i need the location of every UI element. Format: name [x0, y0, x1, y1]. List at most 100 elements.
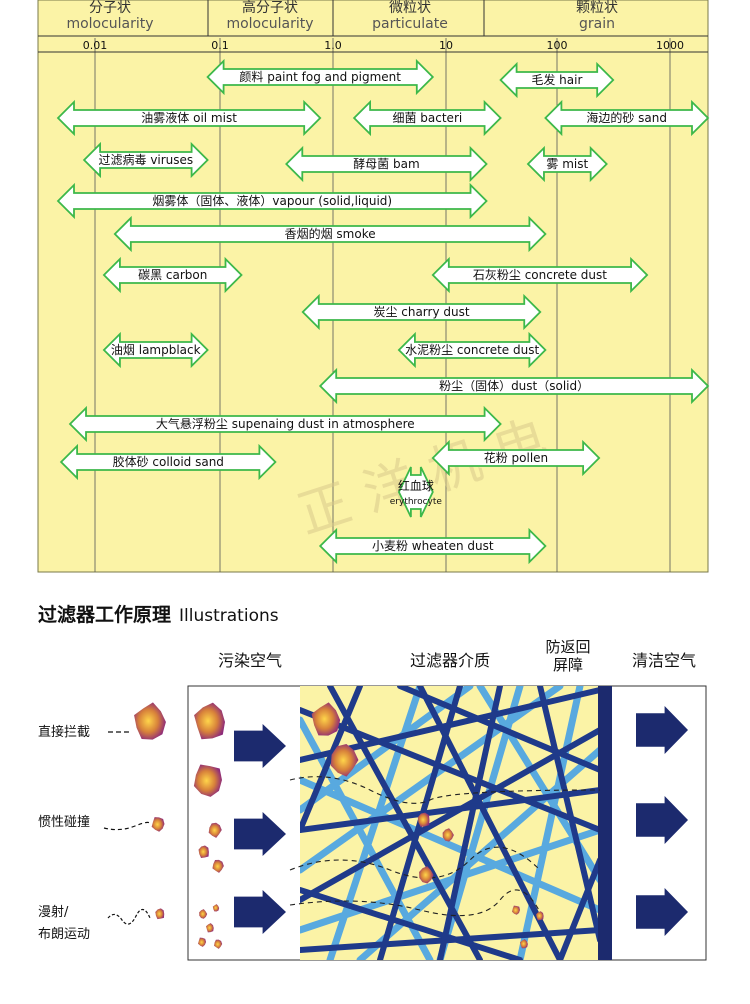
- fiber-dark: [300, 787, 598, 833]
- arrow-shape: [318, 527, 547, 565]
- contaminant-particle: [212, 904, 220, 912]
- arrow-label: 毛发 hair: [531, 72, 582, 87]
- mechanism-label: 漫射/布朗运动: [38, 904, 90, 942]
- section-title: 过滤器工作原理 Illustrations: [38, 600, 279, 627]
- contaminant-particle: [151, 817, 165, 832]
- arrow-label: 红血球: [398, 478, 434, 493]
- contaminant-particle: [155, 908, 165, 920]
- arrow-label: 炭尘 charry dust: [373, 305, 469, 319]
- path-dash: [103, 821, 151, 831]
- size-range-arrow: 酵母菌 bam: [285, 145, 488, 183]
- column-header-cn: 高分子状: [242, 0, 298, 16]
- arrow-shape: [301, 293, 542, 331]
- arrow-shape: [318, 367, 710, 405]
- arrow-label: 过滤病毒 viruses: [99, 152, 194, 167]
- contaminant-particle: [206, 923, 214, 933]
- size-range-arrow: 炭尘 charry dust: [301, 293, 542, 331]
- arrow-shape: [206, 58, 435, 96]
- fiber-dark: [327, 686, 483, 960]
- contaminant-particle: [214, 939, 223, 949]
- tick-label: 1.0: [324, 39, 342, 52]
- tick-label: 0.1: [211, 39, 229, 52]
- contaminant-particle: [208, 822, 222, 838]
- header-anti-return-barrier: 防返回屏障: [545, 638, 590, 674]
- contaminant-particle: [311, 702, 341, 736]
- arrow-label: 碳黑 carbon: [138, 268, 207, 282]
- size-range-arrow: 碳黑 carbon: [102, 256, 243, 294]
- arrow-label: 小麦粉 wheaten dust: [372, 539, 494, 553]
- arrow-shape: [499, 61, 615, 99]
- fiber-light: [300, 776, 598, 913]
- contaminant-particle: [419, 866, 434, 884]
- tick-label: 0.01: [83, 39, 108, 52]
- size-range-arrow: 烟雾体（固体、液体）vapour (solid,liquid): [56, 182, 488, 220]
- size-range-arrow: 过滤病毒 viruses: [82, 141, 209, 179]
- arrow-label: 水泥粉尘 concrete dust: [405, 343, 539, 357]
- arrow-label: 油雾液体 oil mist: [141, 110, 237, 125]
- size-range-arrow: 大气悬浮粉尘 supenaing dust in atmosphere: [68, 405, 502, 443]
- arrow-shape: [526, 145, 608, 183]
- arrow-shape: [431, 256, 649, 294]
- contaminant-particle: [194, 702, 226, 740]
- arrow-label: 大气悬浮粉尘 supenaing dust in atmosphere: [156, 416, 415, 431]
- airflow-arrow: [234, 890, 286, 934]
- arrow-label: 胶体砂 colloid sand: [113, 454, 224, 469]
- size-range-arrow: 细菌 bacteri: [352, 99, 502, 137]
- column-header-en: molocularity: [66, 16, 153, 32]
- arrow-label: 细菌 bacteri: [392, 111, 462, 125]
- path-dash: [107, 908, 151, 925]
- arrow-label: 油烟 lampblack: [111, 343, 201, 357]
- arrow-label: 海边的砂 sand: [586, 110, 667, 125]
- column-header-en: molocularity: [226, 16, 313, 32]
- fiber-light: [516, 686, 584, 960]
- arrow-shape: [59, 443, 277, 481]
- clean-air-arrow: [636, 796, 688, 844]
- column-header-cn: 分子状: [89, 0, 131, 16]
- fiber-dark: [300, 707, 598, 833]
- size-range-arrow: 油雾液体 oil mist: [56, 99, 322, 137]
- arrow-shape: [102, 331, 209, 369]
- tick-label: 1000: [656, 39, 684, 52]
- particle-trajectory: [289, 776, 601, 804]
- arrow-shape: [113, 215, 547, 253]
- contaminant-particle: [199, 909, 208, 919]
- arrow-shape: [285, 145, 488, 183]
- arrow-shape: [56, 182, 488, 220]
- contaminant-particle: [198, 937, 207, 947]
- clean-air-arrow: [636, 888, 688, 936]
- arrow-label: 雾 mist: [546, 157, 588, 171]
- arrow-label: 烟雾体（固体、液体）vapour (solid,liquid): [152, 193, 392, 208]
- contaminant-particle: [212, 859, 224, 873]
- section-title-cn: 过滤器工作原理: [38, 604, 172, 626]
- size-range-arrow: 香烟的烟 smoke: [113, 215, 547, 253]
- filter-illustration: 污染空气 过滤器介质 防返回屏障 清洁空气 直接拦截惯性碰撞漫射/布朗运动: [0, 630, 750, 1000]
- column-header-en: particulate: [372, 16, 448, 32]
- filter-fibers: [300, 686, 598, 960]
- size-range-arrow: 花粉 pollen: [431, 439, 601, 477]
- header-filter-media: 过滤器介质: [410, 651, 490, 670]
- contaminant-particle: [520, 939, 528, 949]
- size-range-arrow: 海边的砂 sand: [544, 99, 710, 137]
- header-clean-air: 清洁空气: [632, 651, 696, 670]
- mechanism-label: 惯性碰撞: [38, 814, 90, 830]
- particle-size-chart-svg: 分子状molocularity高分子状molocularity微粒状partic…: [37, 0, 710, 573]
- contaminant-particle: [198, 845, 209, 859]
- airflow-arrow: [234, 812, 286, 856]
- size-range-arrow: 红血球 erythrocyte: [390, 466, 443, 518]
- arrow-shape: [68, 405, 502, 443]
- size-range-arrow: 雾 mist: [526, 145, 608, 183]
- section-title-en: Illustrations: [179, 606, 279, 626]
- arrow-shape: [102, 256, 243, 294]
- anti-return-barrier: [598, 686, 612, 960]
- size-range-arrow: 水泥粉尘 concrete dust: [397, 331, 547, 369]
- tick-label: 10: [439, 39, 453, 52]
- arrow-shape: [431, 439, 601, 477]
- size-range-arrow: 胶体砂 colloid sand: [59, 443, 277, 481]
- arrow-sublabel: erythrocyte: [390, 497, 443, 507]
- arrow-shape: [56, 99, 322, 137]
- arrow-shape: [82, 141, 209, 179]
- contaminant-particle: [536, 911, 544, 921]
- particle-trajectory: [289, 889, 541, 917]
- contaminant-particle: [193, 764, 222, 797]
